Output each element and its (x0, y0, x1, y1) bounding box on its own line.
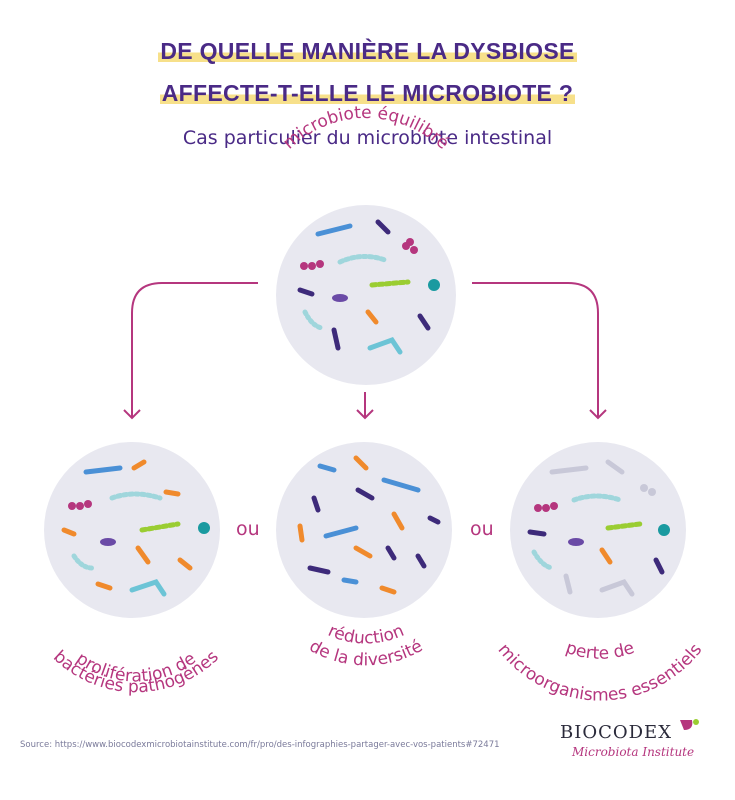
arrow-right (472, 282, 599, 418)
subtitle: Cas particulier du microbiote intestinal (182, 127, 553, 149)
arrow-left (131, 282, 258, 418)
logo-tagline: Microbiota Institute (572, 745, 695, 759)
connector-word-right: ou (470, 518, 494, 540)
circle-diversity (276, 442, 452, 618)
connector-word-left: ou (236, 518, 260, 540)
logo: BIOCODEX Microbiota Institute (560, 719, 720, 762)
circle-balanced (276, 205, 456, 385)
title-line-2: AFFECTE-T-ELLE LE MICROBIOTE ? (0, 80, 735, 107)
circle-essential-loss (510, 442, 686, 618)
circle-pathogens (44, 442, 220, 618)
logo-brand: BIOCODEX (560, 722, 673, 743)
logo-mark-icon (680, 719, 699, 730)
label-balanced: microbiote équilibré (279, 103, 453, 154)
label-diversity: réduction (325, 621, 407, 649)
source-link[interactable]: Source: https://www.biocodexmicrobiotain… (20, 740, 500, 750)
title-line-2-text: AFFECTE-T-ELLE LE MICROBIOTE ? (159, 80, 576, 106)
title-line-1: DE QUELLE MANIÈRE LA DYSBIOSE (0, 38, 735, 65)
connector-arrows (123, 282, 607, 420)
title-line-1-text: DE QUELLE MANIÈRE LA DYSBIOSE (158, 38, 577, 64)
label-essential-loss: perte de (563, 638, 637, 664)
